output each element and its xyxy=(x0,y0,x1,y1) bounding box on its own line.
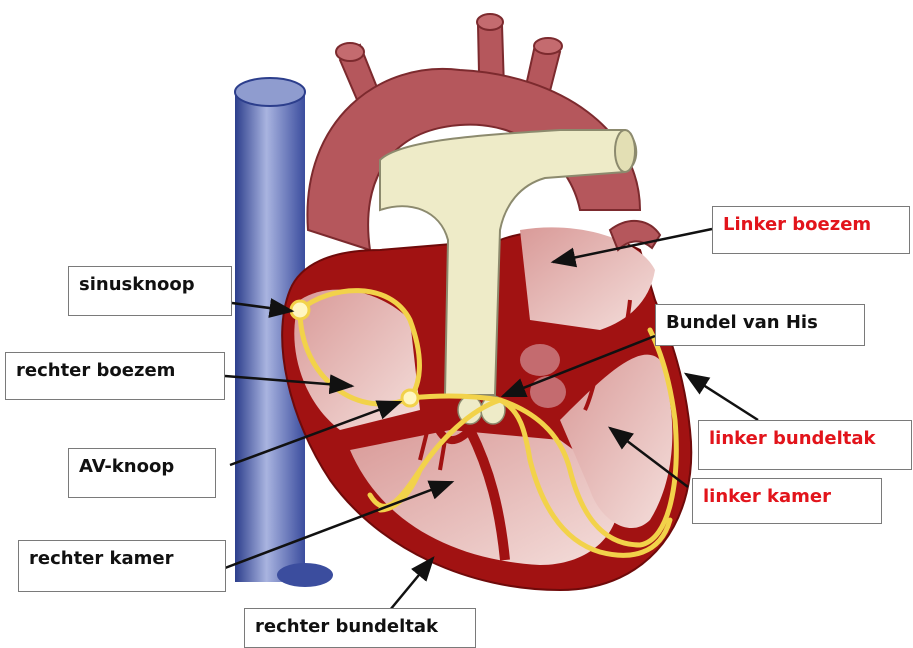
arrow-rechter-bundeltak xyxy=(390,558,433,610)
sinusknoop-node xyxy=(291,301,309,319)
label-rechter-boezem: rechter boezem xyxy=(5,352,225,400)
label-linker-bundeltak: linker bundeltak xyxy=(698,420,912,470)
label-sinusknoop: sinusknoop xyxy=(68,266,232,316)
av-knoop-node xyxy=(402,390,418,406)
label-av-knoop: AV-knoop xyxy=(68,448,216,498)
label-linker-kamer: linker kamer xyxy=(692,478,882,524)
label-bundel-van-his: Bundel van His xyxy=(655,304,865,346)
label-linker-boezem: Linker boezem xyxy=(712,206,910,254)
label-rechter-kamer: rechter kamer xyxy=(18,540,226,592)
arrow-linker-bundeltak xyxy=(686,374,758,420)
label-rechter-bundeltak: rechter bundeltak xyxy=(244,608,476,648)
